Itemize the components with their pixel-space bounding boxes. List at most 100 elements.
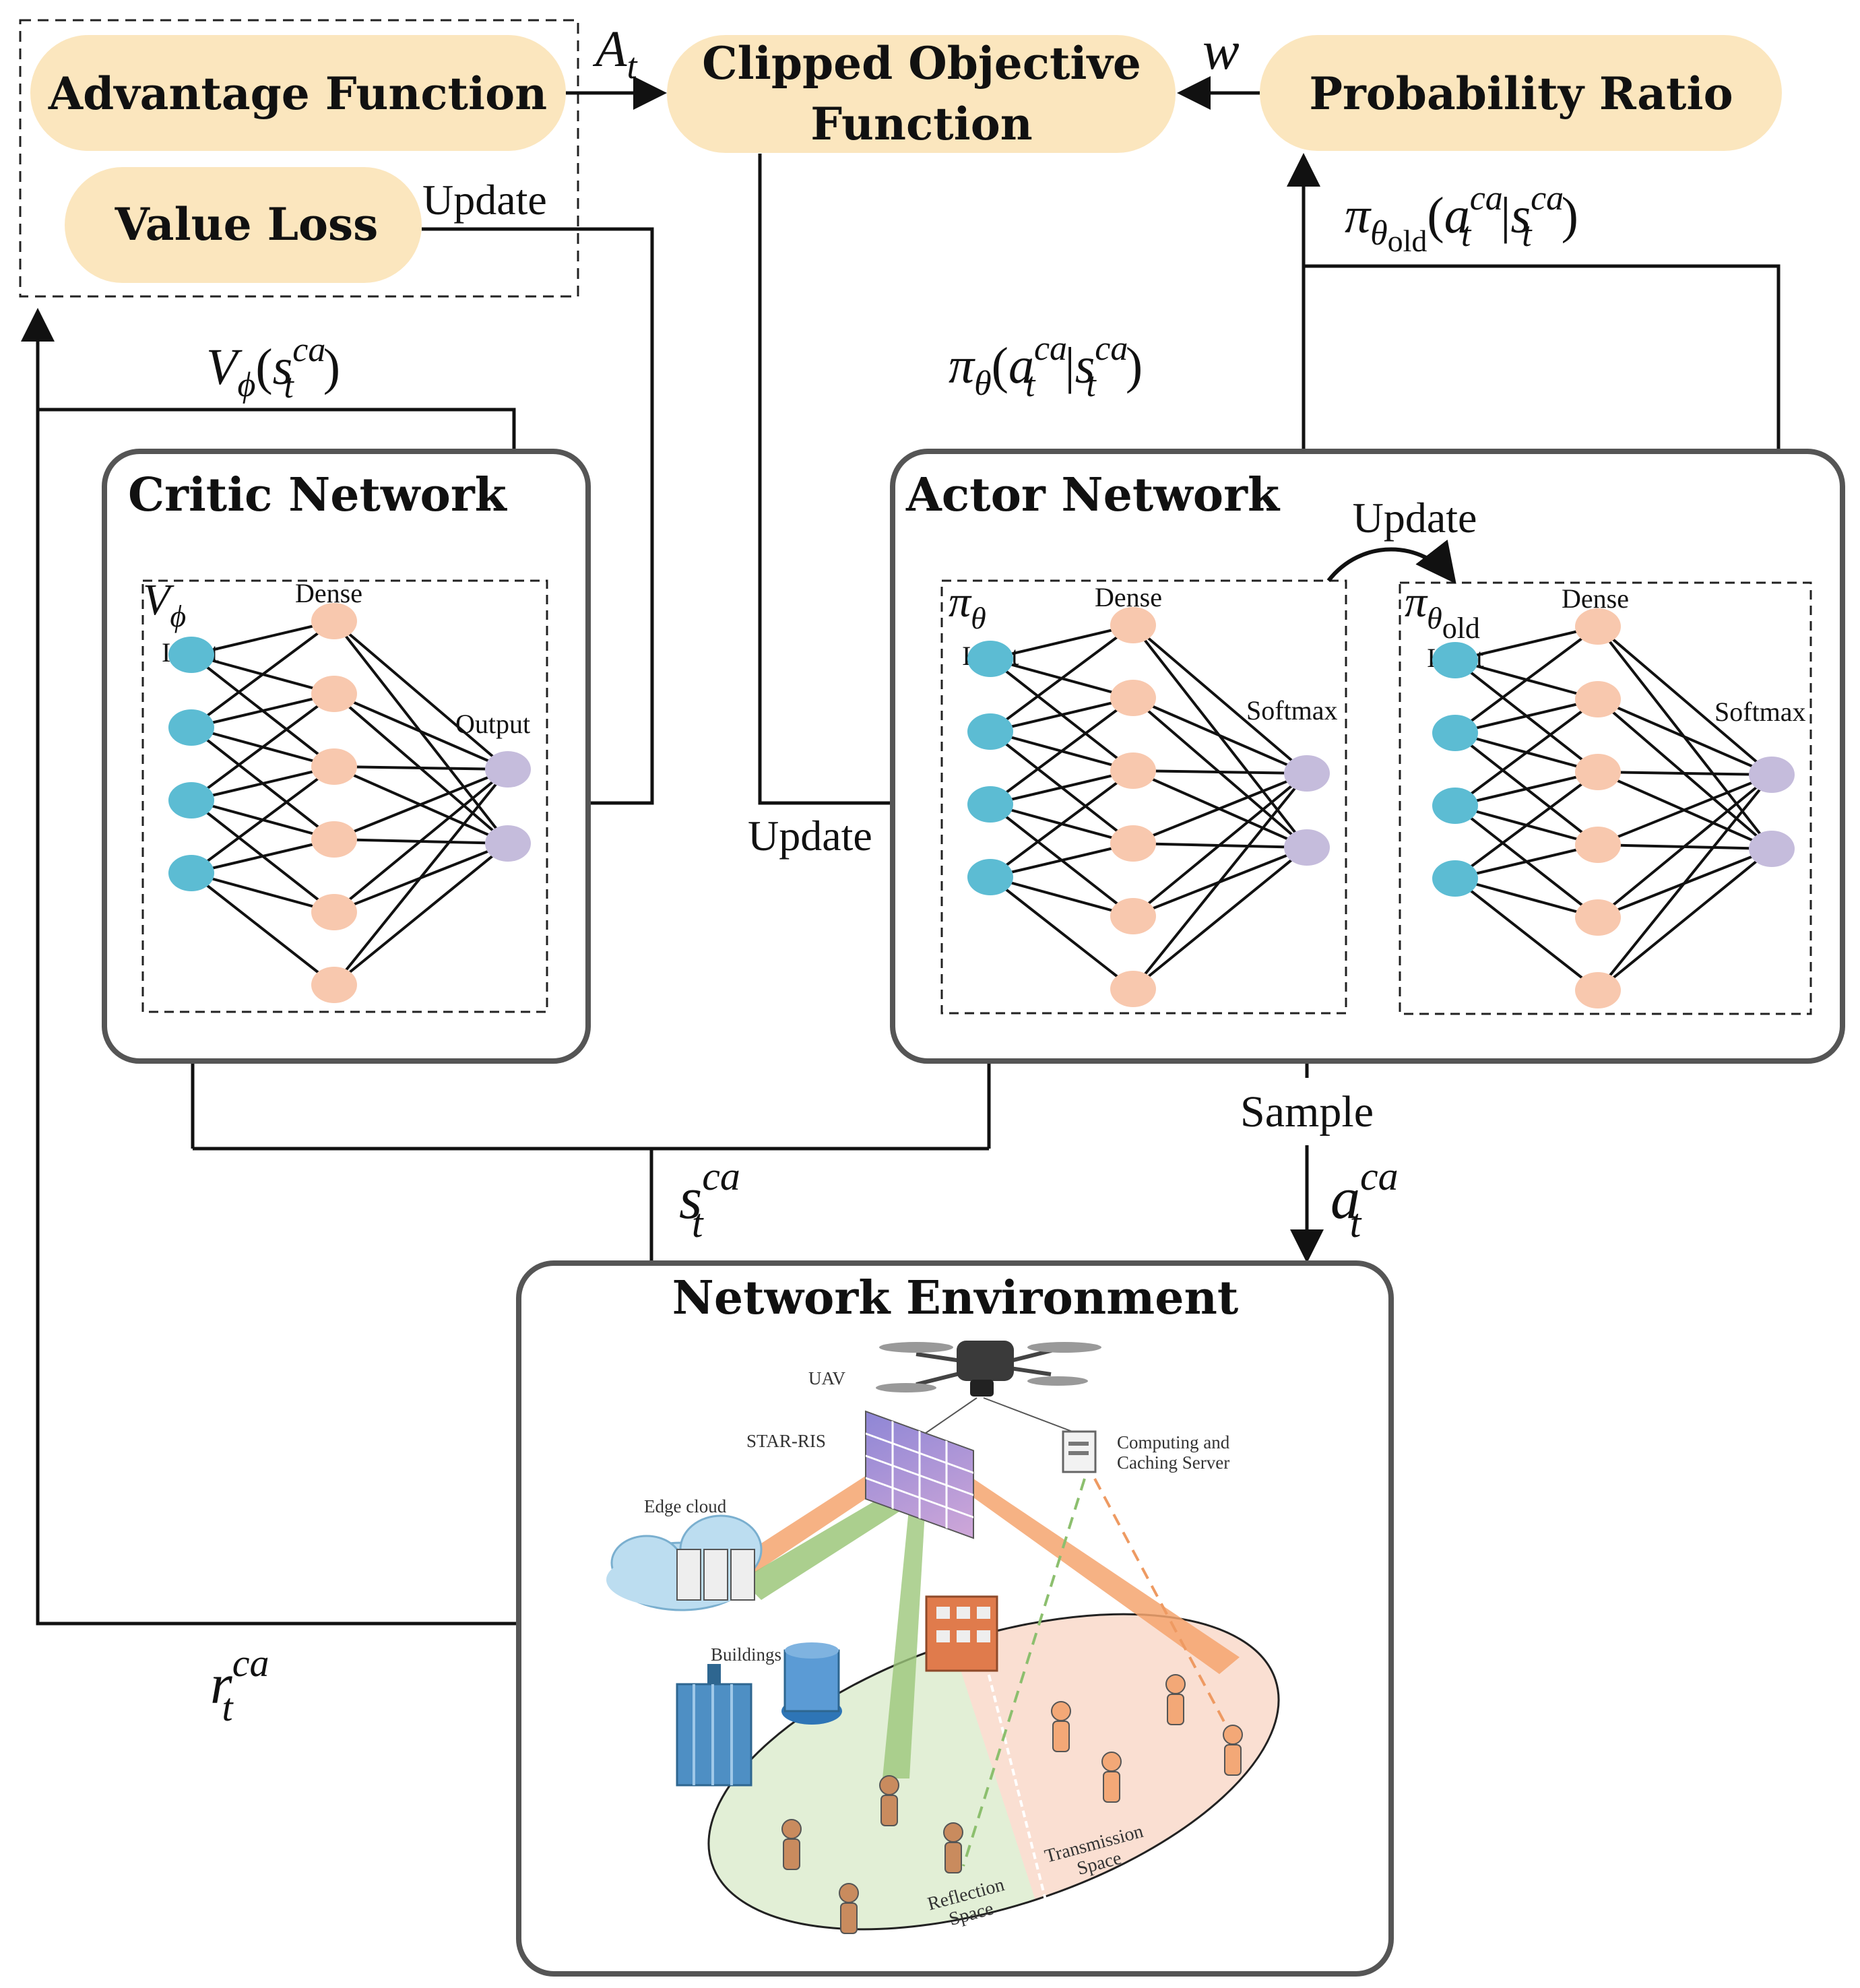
uav-icon <box>876 1341 1101 1397</box>
dense-node <box>1575 608 1621 645</box>
nn-edge <box>1132 772 1308 845</box>
probability-ratio-label: Probability Ratio <box>1309 67 1733 120</box>
old-actor-net-dashed-box <box>1399 581 1812 1015</box>
nn-edge <box>989 624 1134 733</box>
actor-neural-net <box>967 607 1330 1007</box>
nn-edge <box>190 693 335 802</box>
old-actor-net-label: πθold <box>1405 577 1480 645</box>
nn-edge <box>990 624 1134 660</box>
input-node <box>967 786 1013 823</box>
advantage-function-label: Advantage Function <box>48 67 547 120</box>
dense-node <box>1575 681 1621 717</box>
input-node <box>967 641 1013 677</box>
dense-node <box>311 603 357 639</box>
dense-node <box>1575 899 1621 936</box>
space-divider <box>982 1653 1049 1909</box>
dense-node <box>1575 827 1621 863</box>
dense-node <box>1575 972 1621 1008</box>
star-ris-label: STAR-RIS <box>746 1431 826 1451</box>
nn-edge <box>1454 771 1599 807</box>
nn-edge <box>333 693 509 771</box>
dense-node <box>311 748 357 785</box>
loss-group-box <box>19 19 579 298</box>
nn-edge <box>191 872 335 913</box>
beam-edge-cloud-green <box>741 1479 930 1600</box>
nn-edge <box>333 768 509 913</box>
input-node <box>1432 715 1478 751</box>
nn-edge <box>190 620 335 729</box>
uav-label: UAV <box>808 1368 846 1388</box>
beam-reflection-green <box>883 1489 926 1778</box>
nn-edge <box>190 765 335 874</box>
transmission-users-icon <box>1051 1674 1243 1803</box>
nn-edge <box>191 620 335 656</box>
dense-node <box>311 894 357 930</box>
clipped-objective-line1: Clipped Objective <box>702 37 1141 90</box>
critic-net-dashed-box <box>141 579 548 1013</box>
nn-edge <box>1597 773 1772 846</box>
objective-update-arrow <box>758 154 940 820</box>
input-node <box>168 855 214 891</box>
nn-edge <box>1597 773 1773 919</box>
update-label-value-loss: Update <box>422 176 547 224</box>
nn-edge <box>191 693 335 729</box>
nn-edge <box>1454 843 1599 880</box>
nn-edge <box>1454 625 1599 662</box>
dense-node <box>1110 971 1156 1007</box>
nn-edge <box>191 838 335 874</box>
output-node <box>1749 757 1795 793</box>
critic-net-label: Vϕ <box>143 575 186 633</box>
input-node <box>168 709 214 746</box>
uplink-orange-dashed <box>1093 1478 1234 1739</box>
server-icon <box>1062 1430 1097 1473</box>
nn-edge <box>990 769 1134 806</box>
nn-edge <box>990 697 1134 733</box>
critic-neural-net <box>168 603 531 1003</box>
server-label-line1: Computing and <box>1117 1432 1230 1452</box>
dense-node <box>1575 754 1621 790</box>
clipped-objective-line2: Function <box>810 98 1032 150</box>
output-node <box>485 751 531 788</box>
advantage-function-pill: Advantage Function <box>30 35 566 151</box>
input-node <box>168 782 214 819</box>
nn-edge <box>1132 624 1308 775</box>
nn-edge <box>1454 625 1599 734</box>
nn-edge <box>1132 697 1308 775</box>
edge-cloud-label: Edge cloud <box>644 1496 727 1516</box>
nn-edge <box>1597 698 1772 776</box>
input-node <box>168 637 214 673</box>
reward-line <box>20 308 519 1626</box>
nn-edge <box>1597 773 1773 992</box>
nn-edge <box>990 842 1134 878</box>
nn-edge <box>333 768 509 841</box>
nn-edge <box>191 765 335 802</box>
reflection-users-icon <box>781 1775 963 1934</box>
nn-edge <box>1454 698 1599 807</box>
dense-node <box>1110 752 1156 789</box>
network-environment-title: Network Environment <box>672 1271 1239 1325</box>
buildings-label: Buildings <box>711 1644 781 1665</box>
nn-edge <box>1597 847 1773 992</box>
input-node <box>1432 860 1478 897</box>
actor-dense-label: Dense <box>1095 582 1162 612</box>
beam-transmission-orange <box>957 1479 1240 1674</box>
output-node <box>1284 829 1330 866</box>
nn-edge <box>989 769 1134 878</box>
value-loss-update-arrow <box>422 227 654 820</box>
value-loss-label: Value Loss <box>115 198 379 251</box>
A-t-label: At <box>592 21 638 86</box>
star-ris-icon <box>865 1410 974 1539</box>
dense-node <box>311 676 357 712</box>
update-label-old-policy: Update <box>1353 494 1477 542</box>
dense-node <box>1110 825 1156 862</box>
nn-edge <box>1454 771 1599 880</box>
dense-node <box>311 821 357 858</box>
clipped-objective-pill: Clipped Objective Function <box>667 35 1176 153</box>
output-node <box>1284 755 1330 792</box>
input-node <box>967 713 1013 750</box>
critic-dense-label: Dense <box>295 578 362 608</box>
